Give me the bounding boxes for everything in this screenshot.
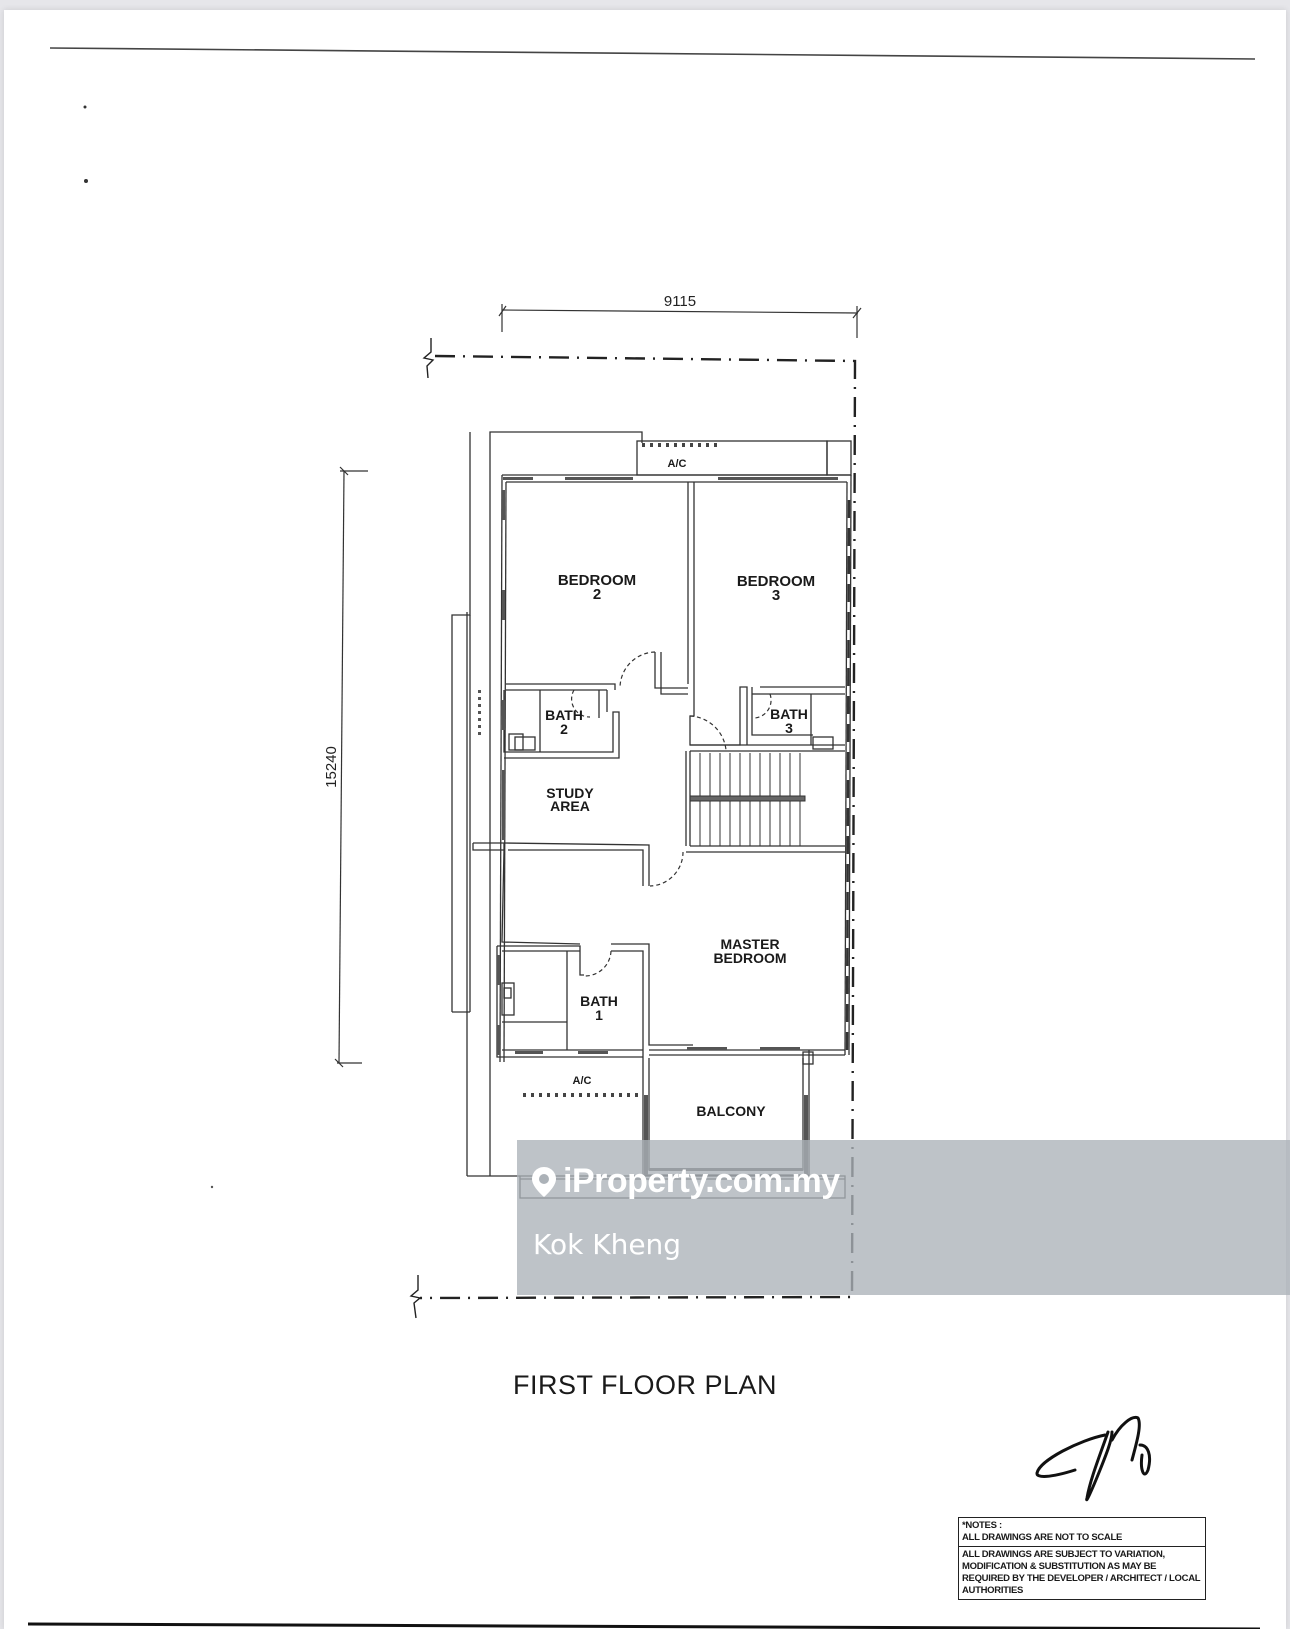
room-label-bedroom2-line1: BEDROOM xyxy=(558,572,636,589)
location-pin-icon xyxy=(532,1166,556,1197)
room-label-bedroom2-line2: 2 xyxy=(593,586,601,603)
header-rule xyxy=(49,47,1256,60)
watermark-overlay: iProperty.com.my Kok Kheng xyxy=(517,1140,1290,1295)
notes-line1: ALL DRAWINGS ARE NOT TO SCALE xyxy=(962,1532,1123,1543)
break-symbols xyxy=(409,338,435,1319)
depth-dimension xyxy=(334,466,368,1068)
building-outline xyxy=(451,431,643,1177)
room-label-bedroom3-line1: BEDROOM xyxy=(737,573,815,590)
room-label-bath1-line1: BATH xyxy=(580,993,618,1009)
room-label-balcony: BALCONY xyxy=(696,1103,766,1119)
windows xyxy=(478,477,838,1175)
drawing-sheet xyxy=(4,10,1286,1629)
notes-row-scale: *NOTES : ALL DRAWINGS ARE NOT TO SCALE xyxy=(959,1518,1205,1547)
room-label-bath1-line2: 1 xyxy=(595,1007,603,1023)
lot-boundary xyxy=(419,354,857,1300)
notes-line2: ALL DRAWINGS ARE SUBJECT TO VARIATION, M… xyxy=(962,1549,1201,1596)
notes-heading: *NOTES : xyxy=(962,1520,1002,1531)
watermark-brand: iProperty.com.my xyxy=(531,1162,840,1201)
right-wall-columns xyxy=(845,499,851,1051)
room-label-ac-bottom: A/C xyxy=(573,1075,592,1087)
drawing-title: FIRST FLOOR PLAN xyxy=(512,1370,778,1400)
room-label-master-line1: MASTER xyxy=(720,936,779,952)
room-label-study-line2: AREA xyxy=(550,798,590,814)
room-label-bedroom3-line2: 3 xyxy=(772,587,780,604)
footer-rule xyxy=(27,1622,1261,1629)
room-label-bath3-line1: BATH xyxy=(770,706,808,722)
room-label-master-line2: BEDROOM xyxy=(713,950,786,966)
notes-box: *NOTES : ALL DRAWINGS ARE NOT TO SCALE A… xyxy=(958,1517,1206,1600)
watermark-agent-name: Kok Kheng xyxy=(533,1228,682,1261)
door-swings xyxy=(571,651,772,977)
room-labels: BEDROOM 2 BEDROOM 3 BATH 2 BATH 3 STUDY … xyxy=(545,458,815,1119)
ac-vent-top xyxy=(642,443,717,447)
room-label-bath2-line2: 2 xyxy=(560,721,568,737)
width-dimension xyxy=(498,304,862,338)
ac-vent-bottom xyxy=(523,1093,638,1097)
width-dimension-label: 9115 xyxy=(664,293,696,310)
signature xyxy=(1035,1415,1152,1502)
room-label-bath3-line2: 3 xyxy=(785,720,793,736)
depth-dimension-label: 15240 xyxy=(323,746,340,788)
walls xyxy=(472,474,852,1199)
watermark-brand-text: iProperty.com.my xyxy=(563,1162,840,1200)
room-label-study-line1: STUDY xyxy=(546,785,594,801)
room-label-bath2-line1: BATH xyxy=(545,707,583,723)
room-label-ac-top: A/C xyxy=(668,458,687,470)
staircase xyxy=(689,753,806,846)
